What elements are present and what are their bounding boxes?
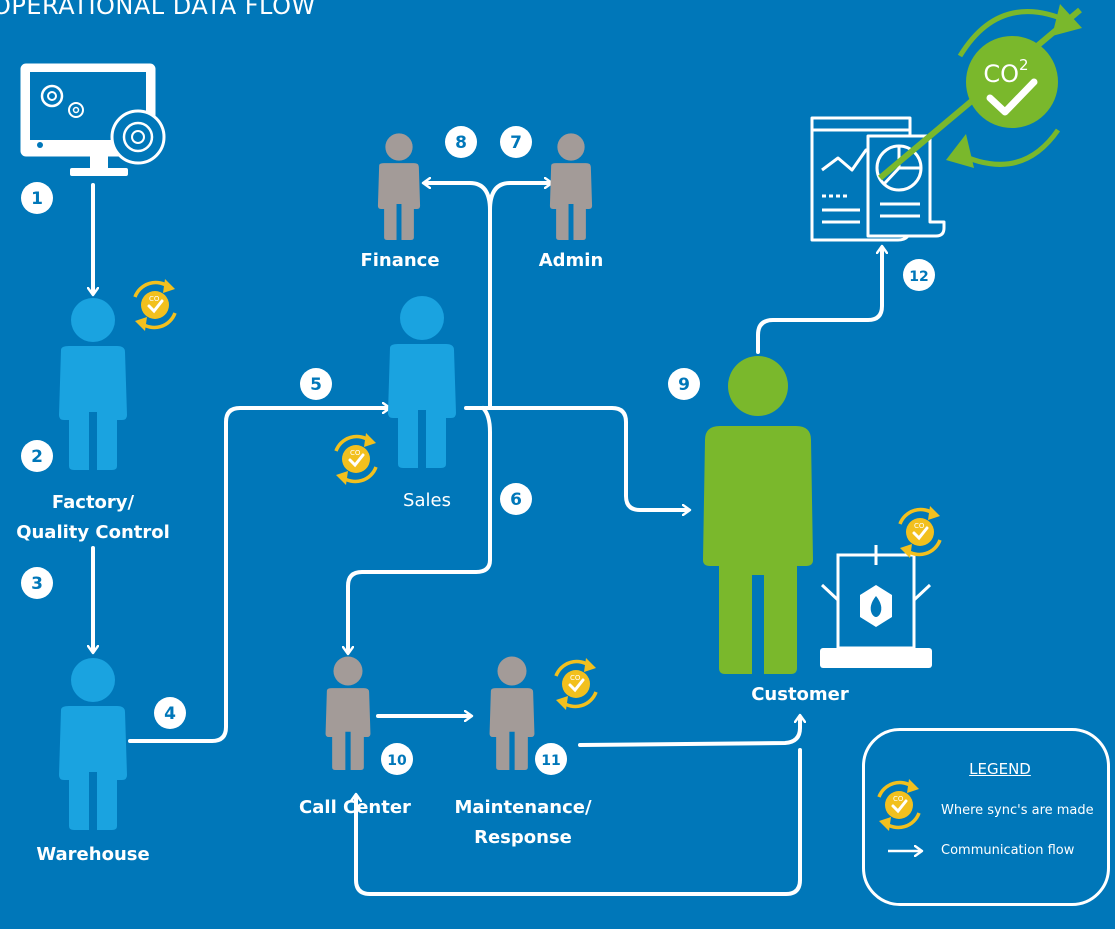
step-number-4: 4 [164,704,176,724]
customer-person-icon [703,356,813,674]
step-number-5: 5 [310,375,322,395]
flow-customer-to-call-center [356,748,802,896]
customer-label: Customer [751,684,849,705]
legend-box [862,728,1110,906]
warehouse-label: Warehouse [36,844,150,865]
call-center-label: Call Center [299,797,411,818]
admin-label: Admin [538,250,604,271]
step-number-9: 9 [678,375,690,395]
step-number-7: 7 [510,133,522,153]
legend-flow-text: Communication flow [941,843,1075,858]
step-badge-2: 2 [21,440,53,472]
step-number-8: 8 [455,133,467,153]
flow-sales-to-customer [464,406,688,510]
sales-label: Sales [403,490,451,511]
sync-icon-sales [334,431,378,487]
gas-heater-icon [820,545,932,668]
finance-person-icon [377,133,421,240]
co2-large-badge-icon [878,4,1082,181]
sync-icon-maintenance [554,656,598,712]
maintenance-label: Maintenance/ Response [454,797,592,848]
step-number-2: 2 [31,447,43,467]
finance-label: Finance [360,250,440,271]
step-badge-10: 10 [381,743,413,775]
computer-settings-icon [20,63,166,176]
legend-title: LEGEND [969,760,1031,778]
sales-person-icon [388,296,456,468]
step-badge-1: 1 [21,182,53,214]
step-badge-5: 5 [300,368,332,400]
step-number-6: 6 [510,490,522,510]
step-badge-3: 3 [21,567,53,599]
step-badge-11: 11 [535,743,567,775]
step-badge-9: 9 [668,368,700,400]
step-badge-12: 12 [903,259,935,291]
analytics-report-icon [810,116,946,242]
flow-4-warehouse-to-sales [128,408,388,743]
maintenance-person-icon [489,656,535,770]
step-number-10: 10 [387,753,407,769]
legend-sync-text: Where sync's are made [941,803,1094,818]
flow-lines [93,183,882,896]
step-number-12: 12 [909,269,928,285]
sync-icon-factory [133,277,177,333]
flow-7-to-admin [488,183,550,212]
flow-11-maintenance-to-customer [578,717,800,747]
call-center-person-icon [325,656,371,770]
step-badge-8: 8 [445,126,477,158]
diagram-title: OPERATIONAL DATA FLOW [0,0,316,20]
step-badges: 1 2 3 4 5 6 7 8 9 10 11 12 [21,126,935,775]
factory-person-icon [59,298,127,470]
admin-person-icon [549,133,593,240]
warehouse-person-icon [59,658,127,830]
step-badge-6: 6 [500,483,532,515]
step-number-11: 11 [541,753,560,769]
step-badge-4: 4 [154,697,186,729]
step-number-3: 3 [31,574,43,594]
step-badge-7: 7 [500,126,532,158]
flow-8-to-finance [425,183,492,212]
sync-icon-customer [898,504,942,560]
co2-large-badge-text: CO2 [983,56,1028,88]
factory-label: Factory/ Quality Control [16,492,170,543]
flow-6-sales-to-call-center [348,406,492,652]
flow-12-customer-to-report [756,248,882,354]
step-number-1: 1 [31,189,43,209]
